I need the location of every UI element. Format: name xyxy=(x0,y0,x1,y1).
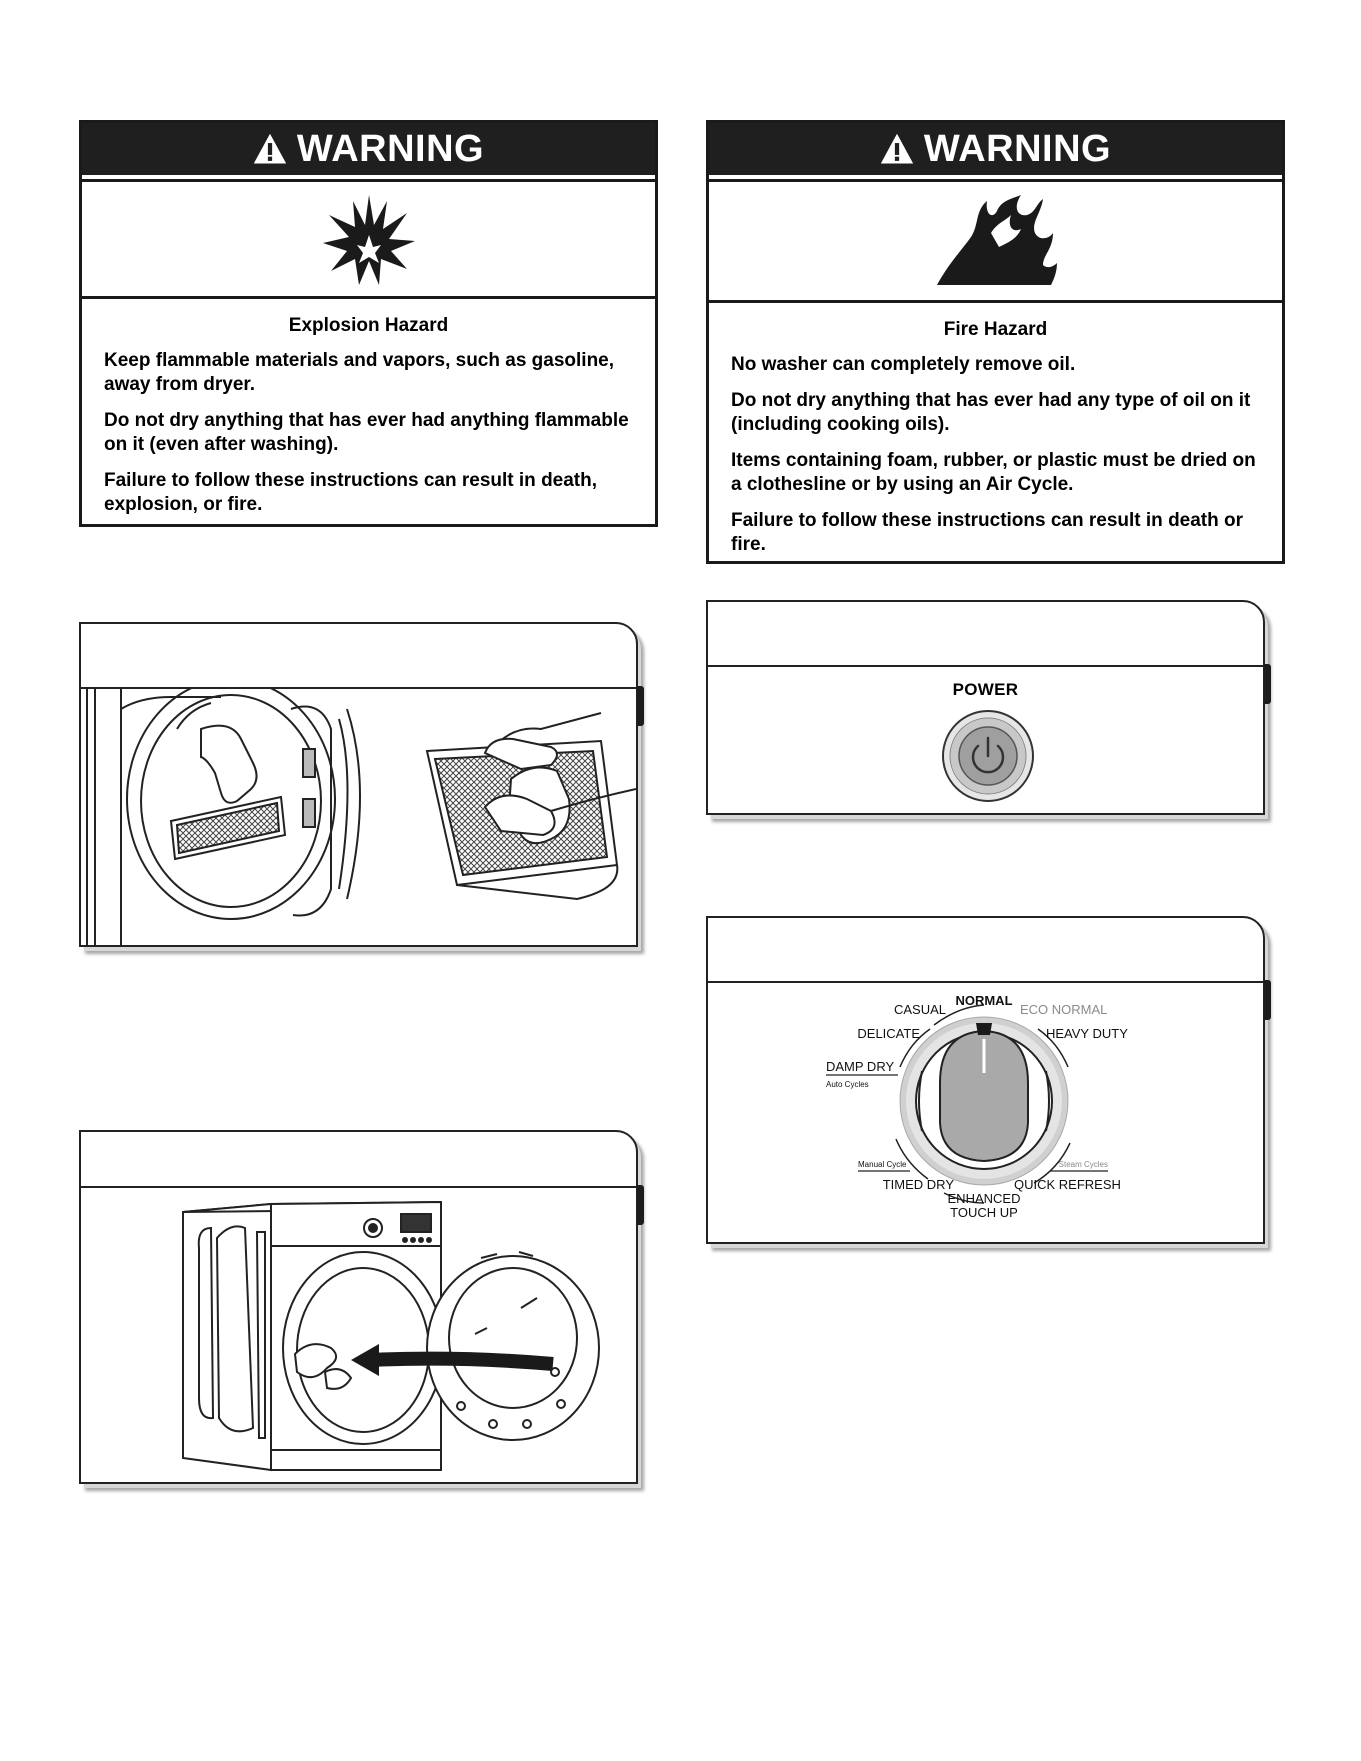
knob-label-delicate: DELICATE xyxy=(857,1026,920,1041)
cycle-knob-diagram: NORMAL CASUAL ECO NORMAL DELICATE HEAVY … xyxy=(826,993,1128,1220)
knob-label-auto-cycles: Auto Cycles xyxy=(826,1080,869,1089)
warning-banner: WARNING xyxy=(82,123,655,175)
panel-tab-edge xyxy=(1264,980,1271,1020)
warning-paragraph: Do not dry anything that has ever had an… xyxy=(104,410,629,455)
warning-triangle-icon xyxy=(880,133,914,164)
warning-label: WARNING xyxy=(296,127,485,170)
warning-banner: WARNING xyxy=(709,123,1282,175)
knob-label-casual: CASUAL xyxy=(894,1002,946,1017)
lint-screen-step-panel xyxy=(79,622,644,947)
cycle-knob[interactable] xyxy=(939,1029,1029,1163)
load-dryer-step-panel xyxy=(79,1130,644,1484)
panel-tab-edge xyxy=(637,686,644,726)
knob-label-manual-cycle: Manual Cycle xyxy=(858,1160,907,1169)
knob-label-touch-up: TOUCH UP xyxy=(950,1205,1018,1220)
panel-header xyxy=(708,918,1263,983)
warning-explosion-box: WARNING Explosion Hazard Keep flammable … xyxy=(79,120,658,527)
panel-tab-edge xyxy=(1264,664,1271,704)
warning-paragraph: Do not dry anything that has ever had an… xyxy=(731,390,1251,435)
panel-tab-edge xyxy=(637,1185,644,1225)
load-dryer-illustration xyxy=(182,1200,600,1472)
warning-paragraph: No washer can completely remove oil. xyxy=(731,354,1076,375)
knob-label-enhanced: ENHANCED xyxy=(948,1191,1021,1206)
hazard-title: Explosion Hazard xyxy=(288,315,449,336)
warning-body: Fire Hazard No washer can completely rem… xyxy=(709,303,1282,583)
fire-icon xyxy=(936,195,1057,285)
warning-paragraph: Keep flammable materials and vapors, suc… xyxy=(104,350,615,395)
power-button[interactable] xyxy=(940,708,1036,804)
warning-fire-box: WARNING Fire Hazard No washer can comple… xyxy=(706,120,1285,564)
knob-label-eco-normal: ECO NORMAL xyxy=(1020,1002,1107,1017)
lint-screen-illustration xyxy=(86,678,637,945)
knob-label-normal: NORMAL xyxy=(955,993,1012,1008)
power-label: POWER xyxy=(952,680,1019,699)
power-step-panel: POWER xyxy=(706,600,1271,815)
cycle-select-step-panel: NORMAL CASUAL ECO NORMAL DELICATE HEAVY … xyxy=(706,916,1271,1244)
knob-label-damp-dry: DAMP DRY xyxy=(826,1059,894,1074)
power-icon xyxy=(971,736,1005,774)
warning-body: Explosion Hazard Keep flammable material… xyxy=(82,299,655,543)
knob-label-quick-refresh: QUICK REFRESH xyxy=(1014,1177,1121,1192)
explosion-icon xyxy=(322,195,415,285)
hazard-symbol-area xyxy=(709,179,1282,303)
panel-header xyxy=(708,602,1263,667)
warning-paragraph: Failure to follow these instructions can… xyxy=(731,510,1244,555)
knob-label-steam-cycles: Steam Cycles xyxy=(1059,1160,1108,1169)
warning-paragraph: Failure to follow these instructions can… xyxy=(104,470,598,515)
panel-header xyxy=(81,1132,636,1188)
hazard-symbol-area xyxy=(82,179,655,299)
panel-header xyxy=(81,624,636,689)
knob-label-heavy-duty: HEAVY DUTY xyxy=(1046,1026,1128,1041)
hazard-title: Fire Hazard xyxy=(943,319,1048,340)
warning-triangle-icon xyxy=(253,133,287,164)
warning-label: WARNING xyxy=(923,127,1112,170)
knob-label-timed-dry: TIMED DRY xyxy=(883,1177,955,1192)
warning-paragraph: Items containing foam, rubber, or plasti… xyxy=(731,450,1256,495)
